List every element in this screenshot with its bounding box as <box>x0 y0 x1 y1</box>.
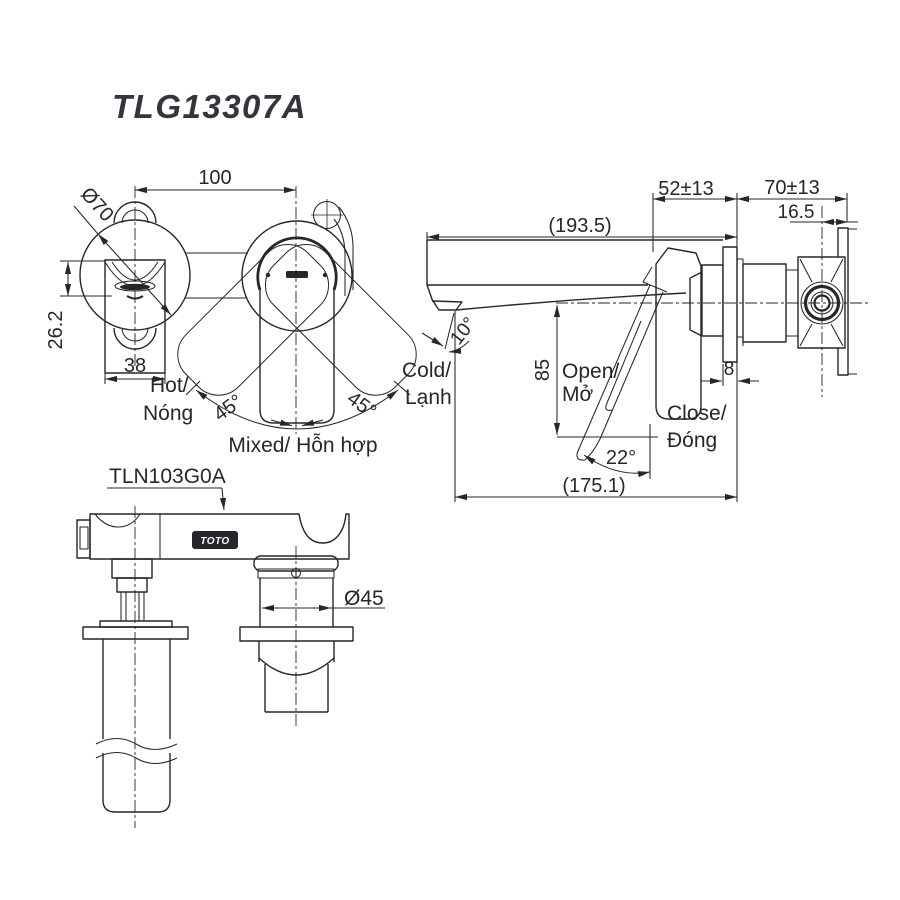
handle-neck <box>689 271 703 337</box>
spout-underside-curve <box>455 292 687 311</box>
dim-text-1751: (175.1) <box>562 475 625 497</box>
angle-text-45-left: 45° <box>210 390 247 426</box>
left-outlet-step2 <box>116 577 148 593</box>
left-pipe-break <box>95 737 178 765</box>
part-number-leader <box>219 487 227 511</box>
label-close-en: Close/ <box>667 402 727 425</box>
part-number-label: TLN103G0A <box>109 465 226 488</box>
left-pipe-lower <box>102 753 171 813</box>
valve-cylinder <box>701 264 724 337</box>
dim-line-dia70 <box>97 233 172 316</box>
handle-base-arc <box>256 236 338 291</box>
label-cold-vi: Lạnh <box>405 386 452 409</box>
dim-text-dia70: Ø70 <box>76 183 118 226</box>
mounting-plate-ticks <box>848 228 857 375</box>
label-cold-en: Cold/ <box>402 359 451 382</box>
handle-escutcheon-circle <box>241 220 353 332</box>
dim-text-70: 70±13 <box>764 177 819 199</box>
arc-22deg <box>583 454 651 478</box>
swing-arc-45 <box>195 389 399 430</box>
spout-aerator <box>432 300 463 311</box>
dim-text-262: 26.2 <box>45 311 67 350</box>
right-sleeve-curve <box>258 657 335 676</box>
spout-angle-arrow-right <box>448 340 470 354</box>
swing-arc-ticks <box>185 380 411 396</box>
cartridge-slot <box>286 271 308 278</box>
handle-ghost-left <box>177 243 330 396</box>
left-escutcheon-lip <box>99 620 173 628</box>
flange-tabs <box>737 258 744 346</box>
dim-dia70-tail <box>73 205 99 235</box>
dim-text-52: 52±13 <box>658 178 713 200</box>
dim-text-8: 8 <box>724 359 735 380</box>
handle-ear-bracket <box>333 206 354 296</box>
screw-dot-left <box>265 272 271 278</box>
bottom-centerlines <box>134 506 297 828</box>
label-open-en: Open/ <box>562 360 619 383</box>
label-hot-vi: Nóng <box>143 402 193 425</box>
handle-ghost-right <box>264 243 417 396</box>
dim-262-extensions <box>60 260 112 297</box>
dim-text-165: 16.5 <box>778 202 815 223</box>
fin-diagonals <box>799 258 844 347</box>
bottom-view: TLN103G0A TOTO Ø45 <box>76 465 385 828</box>
handle-open-inner-line <box>605 320 642 411</box>
dim-text-100: 100 <box>198 167 231 189</box>
brand-logo-text: TOTO <box>200 536 229 547</box>
screw-dot-right <box>322 272 328 278</box>
page-title: TLG13307A <box>112 88 307 125</box>
valve-body-details <box>94 513 161 559</box>
left-outlet-stem <box>120 592 145 621</box>
dim-text-dia45: Ø45 <box>344 587 384 610</box>
dim-text-1935: (193.5) <box>548 215 611 237</box>
handle-ear-crosshair <box>311 199 343 231</box>
dim-text-38: 38 <box>124 355 146 377</box>
left-pipe-upper <box>102 639 171 739</box>
left-outlet-step1 <box>111 558 153 579</box>
left-escutcheon-plate <box>82 626 189 640</box>
valve-left-end-inner <box>79 526 89 550</box>
angle-text-22: 22° <box>606 447 636 469</box>
front-view: 100 Ø70 26.2 38 45° 45° Hot/ Nóng Cold/ … <box>45 167 452 457</box>
right-cylinder <box>259 578 334 627</box>
brand-stamp <box>192 531 238 549</box>
spout-angle-arrow-left <box>421 332 444 347</box>
spout-angle-line <box>444 312 455 350</box>
angle-text-10: 10° <box>446 314 480 350</box>
handle-open-cap-hint <box>642 266 668 293</box>
right-sleeve-sides <box>258 641 335 662</box>
valve-left-end-cap <box>76 519 91 559</box>
angle-text-45-right: 45° <box>343 387 380 423</box>
mixed-center-arrow-left <box>270 419 293 427</box>
side-view: (193.5) 52±13 70±13 16.5 85 8 10° 22° (1… <box>421 177 870 502</box>
label-hot-en: Hot/ <box>150 374 189 397</box>
label-mixed: Mixed/ Hỗn hợp <box>228 434 377 457</box>
side-centerlines <box>556 206 870 397</box>
handle-closed-outline <box>655 247 702 420</box>
dim-text-85: 85 <box>532 359 554 381</box>
label-close-vi: Đóng <box>667 429 717 452</box>
mixed-center-arrow-right <box>301 419 324 427</box>
label-open-vi: Mở <box>562 383 593 406</box>
supply-body-step <box>785 269 799 337</box>
connection-circle-outer <box>800 281 844 325</box>
right-pipe-end <box>264 664 329 713</box>
body-bar-lines <box>185 252 248 299</box>
handle-lever-front <box>259 290 335 424</box>
right-escutcheon-plate <box>239 626 354 642</box>
wall-flange <box>722 246 738 363</box>
